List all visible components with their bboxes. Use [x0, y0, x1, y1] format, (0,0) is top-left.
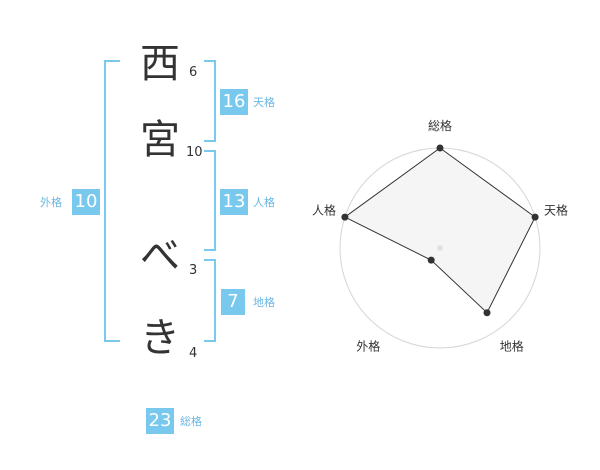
- stroke-count-3: 3: [189, 263, 198, 278]
- stroke-count-1: 6: [189, 65, 198, 80]
- gaikaku-bracket: [104, 60, 120, 342]
- name-char-1: 西: [140, 41, 180, 87]
- soukaku-value: 23: [146, 408, 174, 434]
- name-char-4: き: [140, 315, 180, 361]
- stroke-count-2: 10: [186, 145, 203, 160]
- gaikaku-label: 外格: [40, 196, 62, 209]
- chikaku-value: 7: [221, 289, 245, 315]
- radar-point-5: [341, 213, 349, 221]
- soukaku-label: 総格: [180, 415, 202, 428]
- chikaku-label: 地格: [253, 296, 275, 309]
- radar-axis-label: 総格: [428, 118, 452, 133]
- chikaku-bracket: [204, 259, 216, 342]
- tenkaku-bracket: [204, 60, 216, 142]
- radar-axis-label: 外格: [356, 339, 380, 354]
- radar-axis-label: 地格: [500, 339, 524, 354]
- jinkaku-label: 人格: [253, 196, 275, 209]
- jinkaku-bracket: [204, 150, 216, 251]
- radar-point-2: [531, 213, 539, 221]
- radar-axis-label: 人格: [312, 202, 336, 217]
- radar-shape: [343, 147, 536, 314]
- radar-point-3: [483, 309, 491, 317]
- radar-axis-label: 天格: [544, 202, 568, 217]
- radar-point-1: [436, 144, 444, 152]
- gaikaku-value: 10: [72, 189, 100, 215]
- tenkaku-value: 16: [220, 89, 248, 115]
- radar-point-4: [427, 256, 435, 264]
- stroke-count-4: 4: [189, 346, 198, 361]
- radar-points: [341, 144, 539, 317]
- name-char-3: べ: [140, 233, 180, 279]
- tenkaku-label: 天格: [253, 96, 275, 109]
- name-char-2: 宮: [140, 117, 180, 163]
- jinkaku-value: 13: [220, 189, 248, 215]
